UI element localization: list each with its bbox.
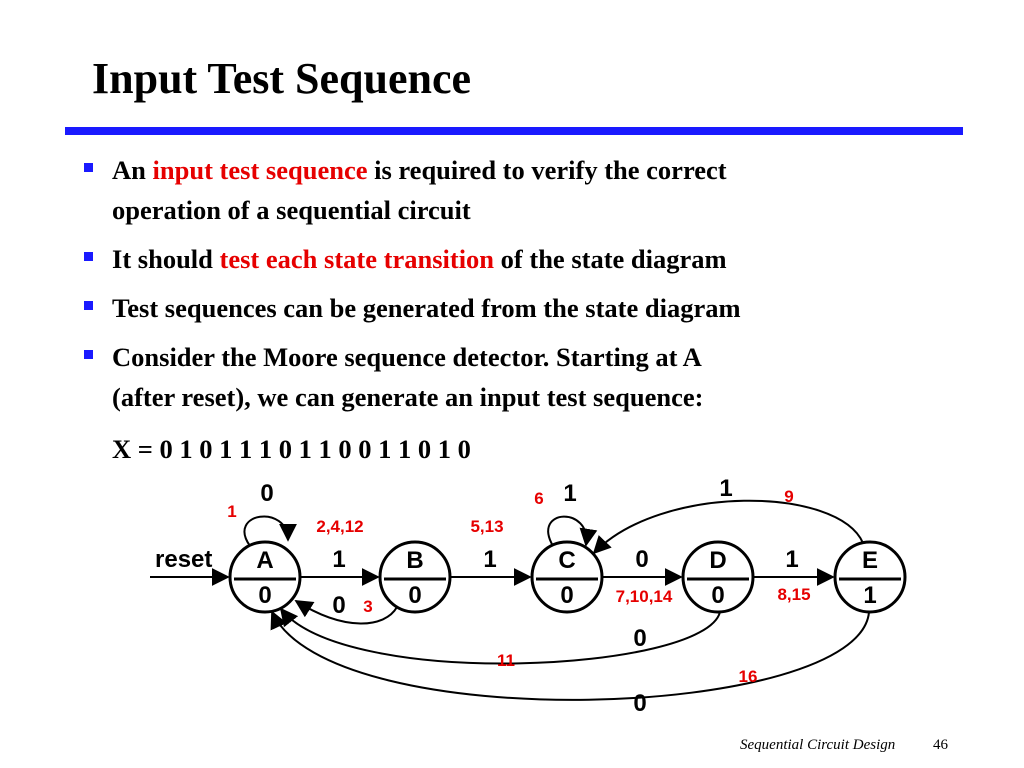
transition-input: 0	[633, 625, 646, 652]
transition-e-a	[270, 610, 870, 701]
bullet-text: of the state diagram	[494, 244, 727, 274]
bullet-item: Test sequences can be generated from the…	[83, 288, 963, 328]
bullet-square-icon	[84, 163, 93, 172]
bullet-text: It should	[112, 244, 220, 274]
transition-e-c	[592, 499, 864, 555]
bullet-item: It should test each state transition of …	[83, 239, 963, 279]
transition-step: 8,15	[777, 585, 810, 604]
state-output: 1	[863, 582, 876, 609]
state-a: A 0	[228, 540, 302, 614]
transition-input: 0	[635, 546, 648, 573]
slide-title: Input Test Sequence	[92, 54, 472, 103]
transition-step: 16	[739, 667, 758, 686]
transition-c-self	[547, 515, 598, 547]
bullet-text: is required to verify the correct	[367, 155, 727, 185]
transition-step: 1	[227, 502, 236, 521]
state-e: E 1	[833, 540, 907, 614]
bullet-text: An	[112, 155, 153, 185]
highlighted-term: test each state transition	[219, 244, 495, 274]
transition-input: 0	[260, 480, 273, 507]
state-c: C 0	[530, 540, 604, 614]
transition-input: 1	[785, 546, 798, 573]
bullet-text: Test sequences can be generated from the…	[112, 293, 741, 323]
transition-input: 1	[332, 546, 345, 573]
page-number: 46	[933, 737, 948, 753]
bullet-text: (after reset), we can generate an input …	[112, 382, 704, 412]
transition-step: 7,10,14	[616, 587, 673, 606]
reset-label: reset	[155, 546, 212, 573]
transition-b-a	[294, 600, 398, 625]
bullet-text: Consider the Moore sequence detector. St…	[112, 342, 702, 372]
state-name: A	[256, 547, 273, 574]
transition-input: 1	[719, 475, 732, 502]
state-d: D 0	[681, 540, 755, 614]
bullet-list: An input test sequence is required to ve…	[83, 150, 963, 426]
transition-input: 1	[563, 480, 576, 507]
footer-title: Sequential Circuit Design	[740, 737, 896, 753]
transition-step: 5,13	[470, 517, 503, 536]
transition-step: 2,4,12	[316, 517, 363, 536]
state-output: 0	[258, 582, 271, 609]
state-output: 0	[711, 582, 724, 609]
bullet-item: Consider the Moore sequence detector. St…	[83, 337, 963, 417]
title-underline	[65, 127, 963, 135]
state-output: 0	[560, 582, 573, 609]
test-sequence: X = 0 1 0 1 1 1 0 1 1 0 0 1 1 0 1 0	[112, 434, 471, 464]
transition-step: 11	[497, 651, 515, 670]
state-name: C	[558, 547, 575, 574]
transition-a-self	[243, 515, 297, 547]
highlighted-term: input test sequence	[152, 155, 368, 185]
bullet-square-icon	[84, 301, 93, 310]
transition-input: 0	[332, 592, 345, 619]
bullet-square-icon	[84, 252, 93, 261]
state-b: B 0	[378, 540, 452, 614]
transition-step: 6	[534, 489, 543, 508]
bullet-item: An input test sequence is required to ve…	[83, 150, 963, 230]
state-name: D	[709, 547, 726, 574]
transition-step: 3	[363, 597, 372, 616]
transition-step: 9	[784, 487, 793, 506]
state-name: B	[406, 547, 423, 574]
transition-d-a	[279, 607, 721, 665]
bullet-square-icon	[84, 350, 93, 359]
transition-input: 0	[633, 690, 646, 717]
state-output: 0	[408, 582, 421, 609]
transition-input: 1	[483, 546, 496, 573]
state-name: E	[862, 547, 878, 574]
bullet-text: operation of a sequential circuit	[112, 195, 471, 225]
